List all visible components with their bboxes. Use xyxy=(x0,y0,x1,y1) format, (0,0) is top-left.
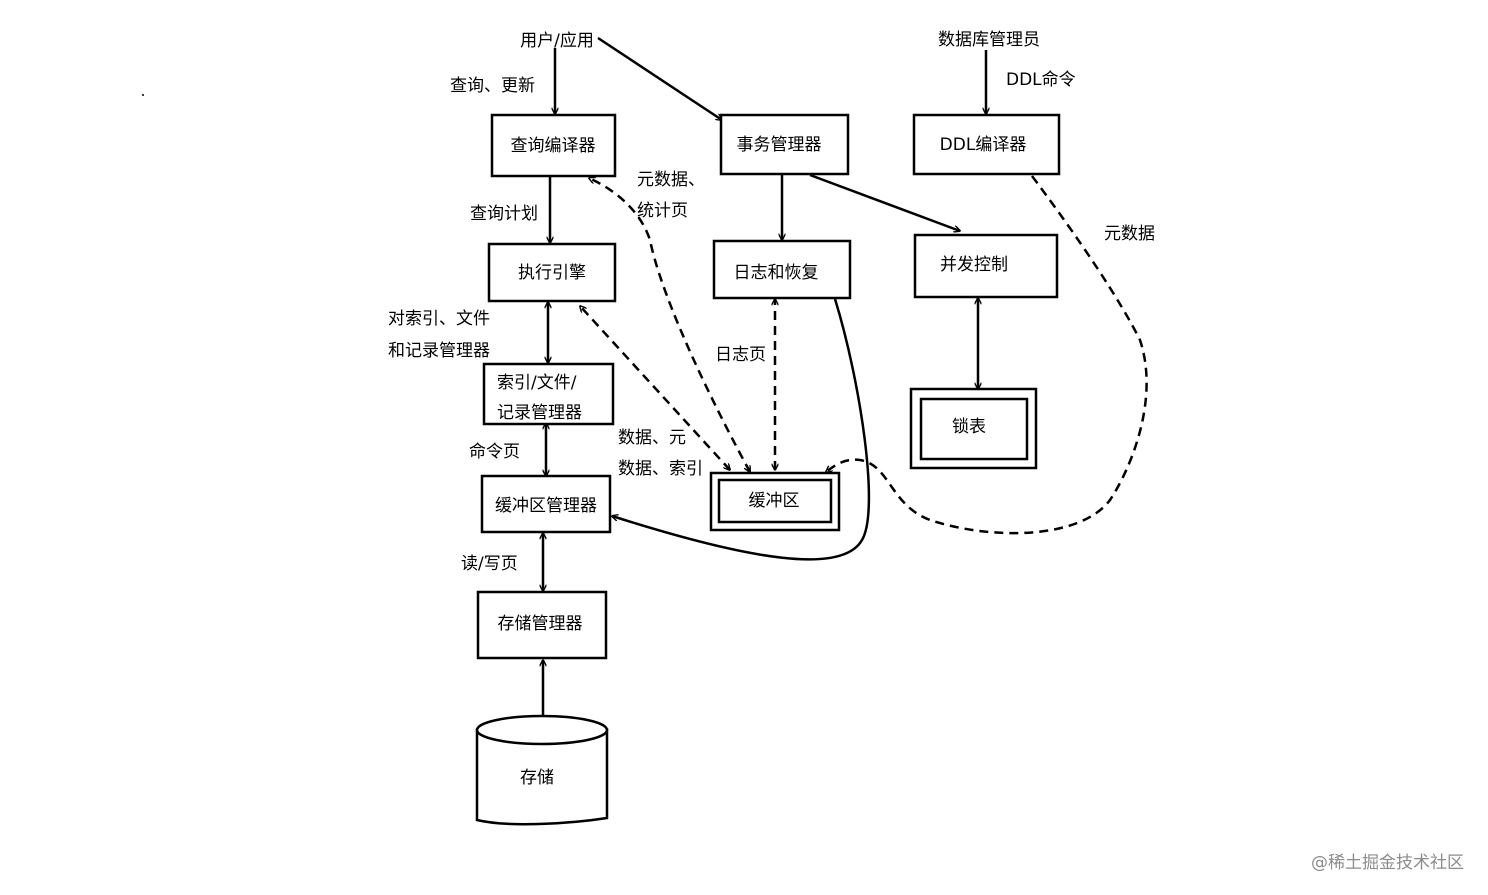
edge-labels: 查询、更新 DDL命令 查询计划 元数据、 统计页 元数据 对索引、文件 和记录… xyxy=(388,70,1155,574)
label-metadata-stats-line1: 元数据、 xyxy=(637,170,705,190)
label-metadata-stats-line2: 统计页 xyxy=(637,201,688,221)
storage-cylinder xyxy=(475,714,609,826)
buffer-inner-box xyxy=(717,478,833,524)
index-file-mgr-box xyxy=(482,362,615,426)
label-data-meta-index-line1: 数据、元 xyxy=(618,428,686,448)
exec-engine-box xyxy=(487,242,617,303)
exec-engine-label: 执行引擎 xyxy=(518,263,586,283)
lock-table-inner-box xyxy=(919,397,1029,461)
edge-buffer-to-exec-engine-dashed xyxy=(580,306,730,470)
edge-txn-to-concurrency xyxy=(809,173,960,231)
watermark-text: @稀土掘金技术社区 xyxy=(1311,853,1464,873)
buffer-manager-label: 缓冲区管理器 xyxy=(495,496,597,516)
ddl-compiler-box xyxy=(912,113,1061,176)
concurrency-label: 并发控制 xyxy=(940,255,1008,275)
label-log-page: 日志页 xyxy=(715,345,766,365)
storage-label: 存储 xyxy=(520,768,554,788)
edge-user-to-txn-manager xyxy=(597,36,722,120)
query-compiler-box xyxy=(490,113,617,178)
dba-label: 数据库管理员 xyxy=(938,30,1040,50)
edge-log-to-buffer-mgr xyxy=(612,298,871,561)
stray-dot xyxy=(142,94,144,96)
label-metadata: 元数据 xyxy=(1104,224,1155,244)
label-index-file-record-line1: 对索引、文件 xyxy=(388,309,490,329)
buffer-manager-box xyxy=(480,474,612,534)
index-file-mgr-label-line2: 记录管理器 xyxy=(497,403,582,423)
label-query-plan: 查询计划 xyxy=(470,204,538,224)
label-ddl-cmd: DDL命令 xyxy=(1006,70,1076,90)
storage-manager-label: 存储管理器 xyxy=(498,614,583,634)
nodes: 用户/应用 数据库管理员 查询编译器 事务管理器 DDL编译器 执行引擎 日志和… xyxy=(475,30,1061,826)
label-data-meta-index-line2: 数据、索引 xyxy=(618,459,703,479)
txn-manager-box xyxy=(719,113,850,176)
edge-ddl-compiler-to-buffer-dashed xyxy=(826,175,1148,535)
buffer-label: 缓冲区 xyxy=(749,491,800,511)
concurrency-box xyxy=(913,233,1059,299)
index-file-mgr-label-line1: 索引/文件/ xyxy=(497,373,577,393)
lock-table-label: 锁表 xyxy=(952,417,986,437)
ddl-compiler-label: DDL编译器 xyxy=(940,135,1027,155)
edges xyxy=(543,36,1148,730)
storage-manager-box xyxy=(476,590,608,660)
label-index-file-record-line2: 和记录管理器 xyxy=(388,341,490,361)
user-app-label: 用户/应用 xyxy=(520,31,594,51)
label-read-write-page: 读/写页 xyxy=(461,554,518,574)
query-compiler-label: 查询编译器 xyxy=(511,136,596,156)
log-recovery-label: 日志和恢复 xyxy=(734,263,819,283)
label-query-update: 查询、更新 xyxy=(450,76,535,96)
txn-manager-label: 事务管理器 xyxy=(737,135,822,155)
log-recovery-box xyxy=(712,239,852,300)
label-command-page: 命令页 xyxy=(469,442,520,462)
